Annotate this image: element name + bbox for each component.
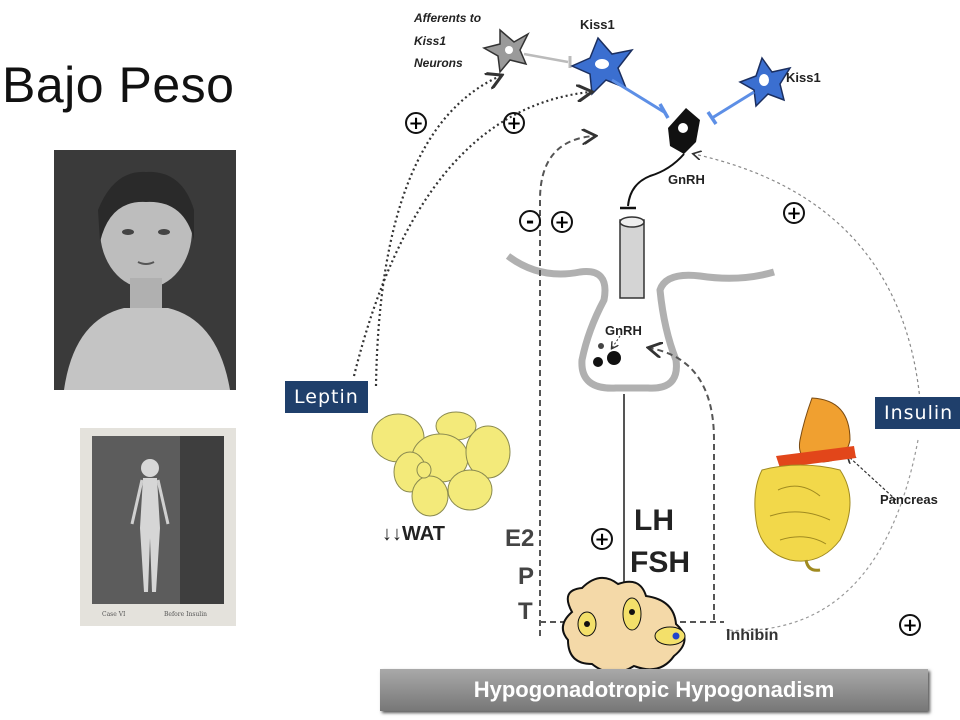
- afferents-label-line3: Neurons: [414, 56, 463, 70]
- plus-icon: +: [551, 211, 573, 233]
- afferents-label-line2: Kiss1: [414, 34, 446, 48]
- svg-text:+: +: [408, 113, 423, 134]
- pancreas-pointer: [848, 456, 897, 501]
- svg-text:+: +: [594, 529, 609, 550]
- plus-icon: +: [591, 528, 613, 550]
- kiss1-neuron-top-icon: [570, 36, 670, 119]
- svg-text:+: +: [902, 615, 917, 636]
- pancreas-label: Pancreas: [880, 492, 938, 507]
- minus-icon: -: [519, 209, 541, 233]
- svg-text:+: +: [786, 203, 801, 224]
- inhibin-feedback-arrow: [650, 348, 715, 620]
- svg-text:+: +: [506, 113, 521, 134]
- plus-icon: +: [899, 614, 921, 636]
- insulin-to-gnrh-arrow: [694, 154, 921, 401]
- adipose-tissue-icon: [371, 411, 511, 517]
- wat-label: ↓↓WAT: [382, 523, 445, 545]
- afferents-label-line1: Afferents to: [413, 11, 481, 25]
- photo-emaciated-patient: Case VI Before Insulin: [80, 428, 236, 626]
- gnrh-neuron-label: GnRH: [668, 172, 705, 187]
- photo-underweight-girl: [54, 150, 236, 390]
- lh-label: LH: [634, 504, 674, 537]
- page-title: Bajo Peso: [2, 57, 235, 113]
- insulin-to-gonad-arrow: [725, 439, 919, 632]
- steroid-feedback-arrow: [539, 136, 594, 636]
- svg-text:+: +: [554, 212, 569, 233]
- diagnosis-banner: Hypogonadotropic Hypogonadism: [380, 669, 928, 711]
- leptin-to-afferent-arrow: [374, 76, 500, 387]
- e2-label: E2: [505, 525, 534, 552]
- photo-caption-right: Before Insulin: [164, 611, 207, 618]
- gnrh-neuron-icon: [620, 108, 700, 210]
- ovary-icon: [561, 577, 686, 674]
- inhibin-label: Inhibin: [726, 627, 778, 644]
- insulin-label: Insulin: [875, 397, 960, 429]
- gnrh-release-arrow: [612, 335, 621, 348]
- leptin-to-kiss1-arrow: [352, 92, 590, 377]
- afferent-neuron-icon: [482, 28, 572, 74]
- gnrh-pituitary-label: GnRH: [605, 323, 642, 338]
- kiss1-right-label: Kiss1: [786, 70, 821, 85]
- p-label: P: [518, 563, 534, 590]
- fsh-label: FSH: [630, 546, 690, 579]
- t-label: T: [518, 598, 533, 625]
- plus-icon: +: [503, 112, 525, 134]
- svg-text:-: -: [526, 209, 534, 233]
- leptin-label: Leptin: [285, 381, 368, 413]
- kiss1-top-label: Kiss1: [580, 17, 615, 32]
- plus-icon: +: [783, 202, 805, 224]
- digestive-tract-icon: [754, 397, 856, 572]
- kiss1-neuron-right-icon: [706, 56, 792, 125]
- pituitary-outline: [505, 216, 775, 392]
- plus-icon: +: [405, 112, 427, 134]
- photo-caption-left: Case VI: [102, 611, 126, 618]
